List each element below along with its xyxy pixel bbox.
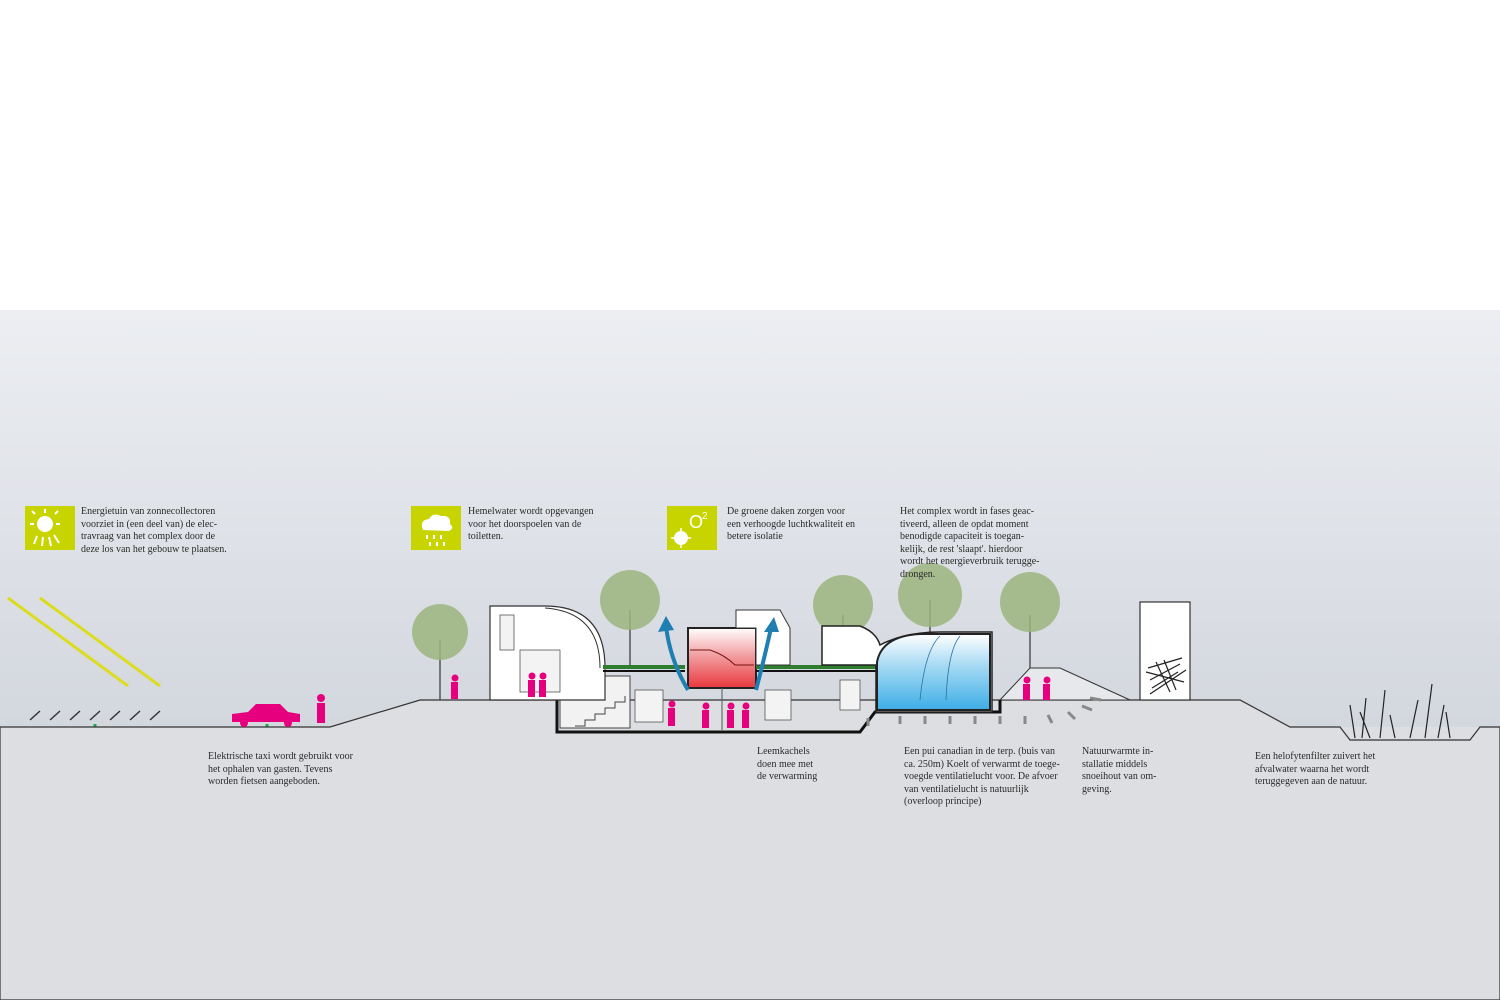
rain-cloud-icon bbox=[411, 506, 461, 550]
pool bbox=[876, 633, 991, 711]
green-roof-middle bbox=[756, 665, 876, 669]
building-section bbox=[489, 605, 1002, 734]
person bbox=[727, 702, 735, 728]
trees bbox=[412, 563, 1060, 700]
note-loam-stoves: Leemkachels doen mee met de verwarming bbox=[757, 746, 818, 783]
terrain-profile bbox=[0, 699, 1500, 1000]
green-roof-left bbox=[603, 665, 685, 669]
person bbox=[742, 702, 750, 728]
vent-arrowhead-right bbox=[764, 617, 779, 632]
terp-mound-right bbox=[998, 667, 1131, 701]
tree bbox=[1000, 572, 1060, 668]
ventilation-arrows bbox=[658, 616, 779, 692]
people bbox=[317, 672, 1051, 728]
note-canadian-well: Een pui canadian in de terp. (buis van c… bbox=[904, 746, 1060, 808]
vent-arrow-right bbox=[754, 627, 773, 691]
note-natural-heat: Natuurwarmte in- stallatie middels snoei… bbox=[1082, 746, 1157, 795]
person bbox=[1043, 676, 1051, 700]
note-phases: Het complex wordt in fases geac- tiveerd… bbox=[900, 506, 1040, 580]
person bbox=[451, 674, 459, 699]
svg-text:O: O bbox=[689, 512, 703, 532]
canadian-well-dashes bbox=[866, 696, 1102, 726]
vent-arrow-left bbox=[664, 625, 690, 692]
note-helophyte: Een helofytenfilter zuivert het afvalwat… bbox=[1255, 751, 1376, 788]
note-rainwater: Hemelwater wordt opgevangen voor het doo… bbox=[468, 506, 594, 543]
electric-taxi bbox=[232, 704, 300, 727]
person bbox=[317, 694, 325, 723]
sun-rays bbox=[7, 596, 161, 688]
person bbox=[668, 700, 676, 726]
person bbox=[702, 702, 710, 728]
tree bbox=[412, 604, 468, 700]
o2-icon: O 2 bbox=[667, 506, 717, 550]
wood-heat-tower bbox=[1139, 601, 1191, 701]
svg-text:2: 2 bbox=[702, 511, 708, 522]
note-solar: Energietuin van zonnecollectoren voorzie… bbox=[81, 506, 227, 555]
solar-collectors bbox=[29, 710, 161, 721]
reeds bbox=[1349, 683, 1451, 739]
note-green-roofs: De groene daken zorgen voor een verhoogd… bbox=[727, 506, 856, 543]
note-taxi: Elektrische taxi wordt gebruikt voor het… bbox=[208, 751, 353, 788]
vent-arrowhead-left bbox=[658, 616, 674, 632]
middle-tower bbox=[735, 609, 791, 666]
stairs bbox=[575, 696, 626, 727]
sun-icon bbox=[25, 506, 75, 550]
person bbox=[539, 672, 547, 697]
person bbox=[528, 672, 536, 697]
person bbox=[1023, 676, 1031, 700]
tree bbox=[600, 570, 660, 665]
red-room bbox=[687, 627, 757, 689]
